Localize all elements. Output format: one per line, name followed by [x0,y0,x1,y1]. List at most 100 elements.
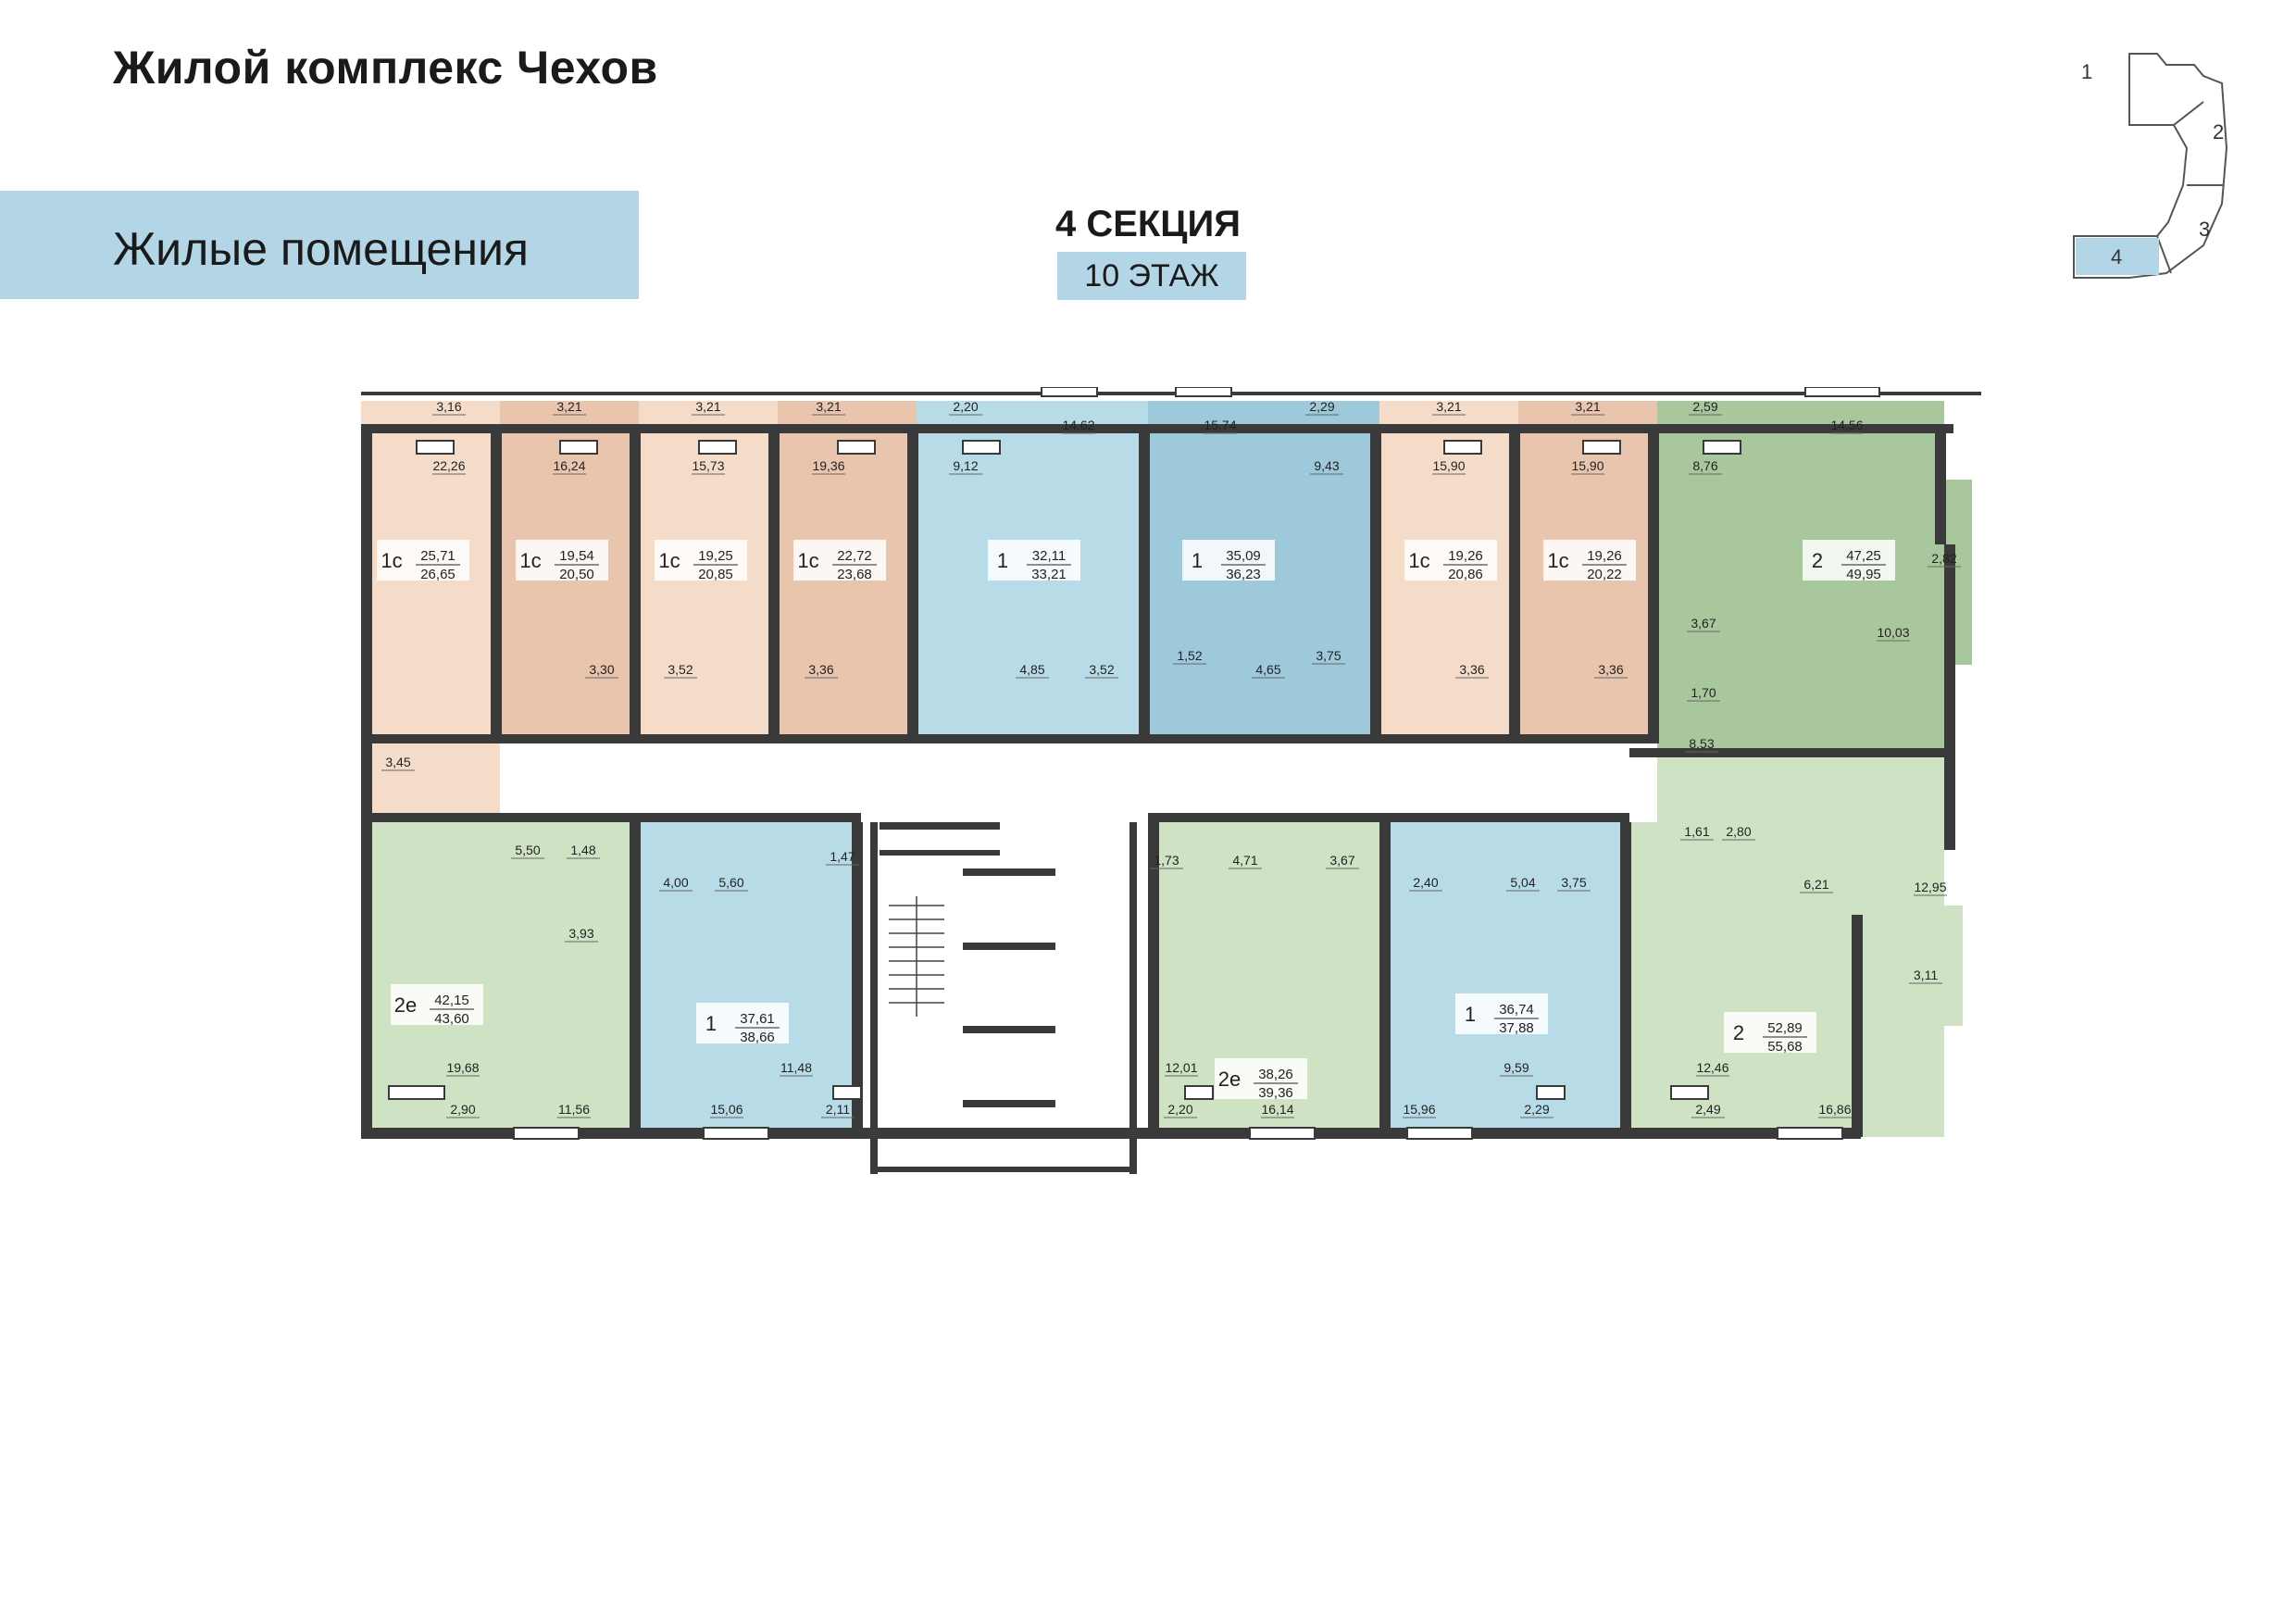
apartment-living-area: 22,72 [837,548,872,564]
keyplan-section-4[interactable] [2076,238,2159,275]
windows [388,386,1880,1140]
apartment-label-bg [1724,1012,1816,1053]
room-area: 19,68 [446,1060,479,1075]
apartment-label-bg [1215,1058,1307,1099]
keyplan-outline [2073,53,2228,279]
room-area: 2,80 [1726,824,1751,839]
apartment-living-area: 25,71 [420,548,455,564]
stair-core [861,822,1148,1174]
apartment-living-area: 19,54 [559,548,594,564]
apartment-total-area: 33,21 [1031,567,1067,582]
apartment-type: 1с [1547,549,1568,572]
room-area: 3,21 [816,399,841,414]
apartment-living-area: 19,26 [1587,548,1622,564]
room-area: 3,75 [1561,875,1586,890]
room-area: 3,21 [1575,399,1600,414]
apartment-zone-13[interactable] [1389,822,1629,1137]
room-area: 11,48 [780,1060,812,1075]
room-area: 16,14 [1261,1102,1293,1117]
room-area: 1,47 [830,849,855,864]
apartment-zone-11[interactable] [630,822,861,1137]
apartment-living-area: 32,11 [1032,548,1066,564]
room-area: 2,49 [1695,1102,1720,1117]
room-area: 1,70 [1691,685,1716,700]
room-area: 5,60 [718,875,743,890]
room-area: 9,59 [1504,1060,1529,1075]
room-area: 2,20 [1167,1102,1192,1117]
keyplan-label-1[interactable]: 1 [2081,60,2092,83]
room-area: 16,24 [553,458,585,473]
apartment-zone-10[interactable] [361,822,630,1137]
room-area: 1,52 [1177,648,1202,663]
room-area: 3,36 [1459,662,1484,677]
apartment-type: 1с [381,549,402,572]
apartment-type: 1с [797,549,818,572]
room-area: 3,75 [1316,648,1341,663]
apartment-zone-9[interactable] [1657,401,1944,753]
room-area: 2,29 [1309,399,1334,414]
section-keyplan: 1 2 3 4 [2065,46,2250,287]
apartment-total-area: 20,50 [559,567,594,582]
apartment-type: 1 [705,1012,717,1035]
room-area: 12,46 [1696,1060,1728,1075]
keyplan-label-2[interactable]: 2 [2213,120,2224,144]
room-area: 11,56 [558,1102,590,1117]
room-area: 8,76 [1692,458,1717,473]
room-area: 1,73 [1154,853,1179,868]
apartment-zones [361,401,1972,1174]
apartment-total-area: 55,68 [1767,1039,1803,1055]
apartment-type: 1 [1465,1003,1476,1026]
room-area: 4,00 [663,875,688,890]
apartment-label-bg [1543,540,1636,581]
room-area: 3,21 [556,399,581,414]
apartment-living-area: 38,26 [1258,1067,1293,1082]
room-area: 2,59 [1692,399,1717,414]
room-area: 3,67 [1691,616,1716,631]
apartment-living-area: 47,25 [1846,548,1881,564]
room-area: 9,12 [953,458,978,473]
staircase [889,896,944,1017]
category-label: Жилые помещения [113,223,529,275]
apartment-label-bg [793,540,886,581]
room-area: 3,45 [385,755,410,769]
room-area: 3,11 [1914,968,1938,982]
room-area: 19,36 [812,458,844,473]
keyplan-label-3[interactable]: 3 [2199,218,2210,241]
apartment-label-bg [1404,540,1497,581]
apartment-living-area: 37,61 [740,1011,775,1027]
apartment-living-area: 19,25 [698,548,733,564]
keyplan-label-4[interactable]: 4 [2111,245,2122,269]
section-title: 4 СЕКЦИЯ [1054,204,1242,244]
room-area: 2,90 [450,1102,475,1117]
apartment-type: 2е [1218,1068,1241,1091]
room-area: 10,03 [1877,625,1909,640]
room-area: 15,96 [1403,1102,1435,1117]
room-area: 3,67 [1329,853,1354,868]
room-area: 3,52 [1089,662,1114,677]
room-area: 12,95 [1914,880,1946,894]
room-area: 16,86 [1818,1102,1851,1117]
apartment-label-bg [377,540,469,581]
floor-badge[interactable]: 10 ЭТАЖ [1057,252,1246,300]
room-area: 2,82 [1931,551,1956,566]
room-area: 15,06 [710,1102,742,1117]
apartment-total-area: 43,60 [434,1011,469,1027]
apartment-zone-1[interactable] [361,401,500,836]
apartment-label-bg [1182,540,1275,581]
apartment-living-area: 19,26 [1448,548,1483,564]
room-area: 9,43 [1314,458,1339,473]
apartment-total-area: 20,22 [1587,567,1622,582]
apartment-living-area: 52,89 [1767,1020,1803,1036]
apartment-total-area: 26,65 [420,567,455,582]
room-area: 15,90 [1571,458,1603,473]
apartment-total-area: 37,88 [1499,1020,1534,1036]
apartment-total-area: 39,36 [1258,1085,1293,1101]
apartment-type: 2 [1733,1021,1744,1044]
apartment-total-area: 20,85 [698,567,733,582]
room-area: 8,53 [1689,736,1714,751]
complex-title: Жилой комплекс Чехов [113,42,658,94]
room-area: 3,36 [1598,662,1623,677]
room-area: 3,93 [568,926,593,941]
room-area: 15,90 [1432,458,1465,473]
apartment-total-area: 23,68 [837,567,872,582]
